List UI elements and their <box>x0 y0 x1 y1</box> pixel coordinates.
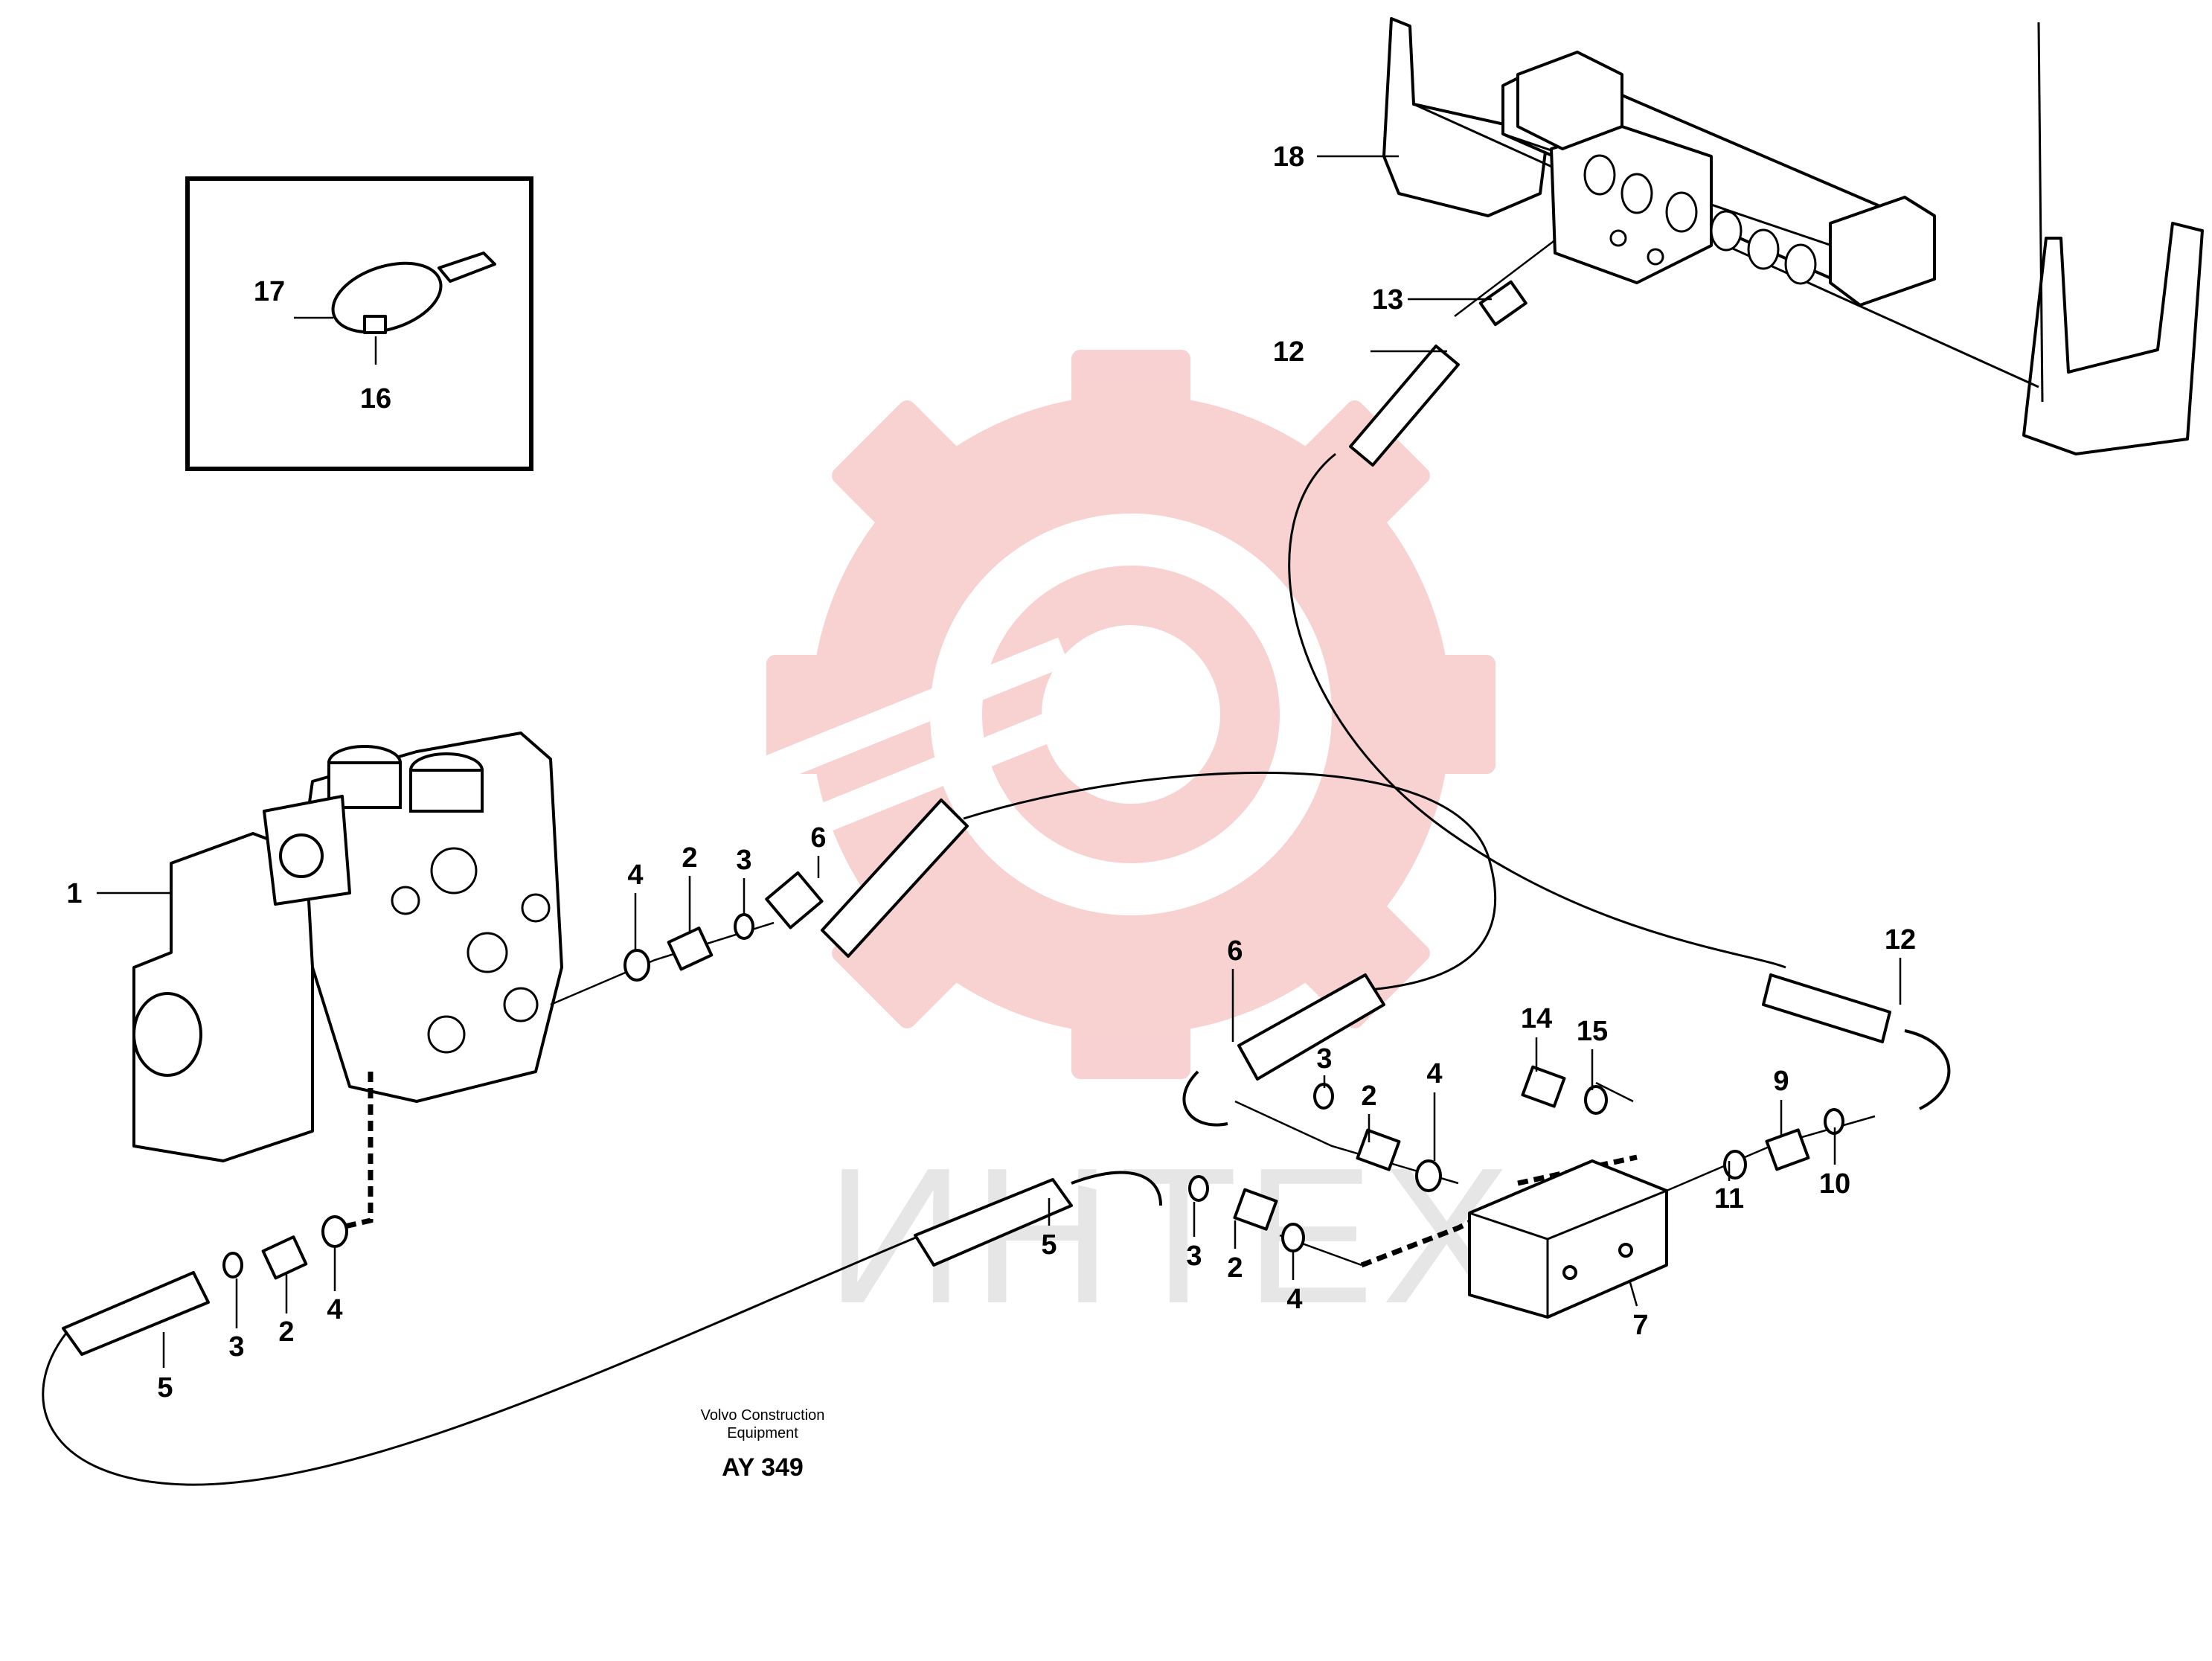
callout-12: 12 <box>1885 924 1916 956</box>
part-frame-manifold <box>1382 17 2204 455</box>
small-parts <box>222 280 1844 1280</box>
callout-9: 9 <box>1773 1066 1789 1097</box>
callout-10: 10 <box>1819 1168 1850 1200</box>
callout-5: 5 <box>157 1372 173 1404</box>
callout-7: 7 <box>1632 1310 1648 1341</box>
credit-line-1: Volvo Construction <box>701 1407 825 1424</box>
callout-5: 5 <box>1041 1229 1057 1261</box>
hose-lines <box>42 223 1876 1486</box>
callout-2: 2 <box>1361 1081 1376 1112</box>
callout-4: 4 <box>1286 1284 1302 1315</box>
callout-labels: 1 2 3 4 6 5 3 2 4 5 3 2 4 6 3 2 4 7 14 1… <box>66 141 1916 1404</box>
callout-3: 3 <box>228 1331 244 1363</box>
part-control-valve <box>132 732 563 1162</box>
callout-4: 4 <box>327 1294 342 1325</box>
callout-13: 13 <box>1372 284 1403 316</box>
callout-4: 4 <box>627 860 643 891</box>
callout-3: 3 <box>736 845 751 876</box>
callout-2: 2 <box>682 842 697 874</box>
callout-3: 3 <box>1316 1043 1332 1075</box>
publisher-credit: Volvo Construction Equipment AY 349 <box>701 1407 825 1482</box>
callout-3: 3 <box>1186 1241 1202 1272</box>
leader-lines <box>97 155 1902 1368</box>
callout-2: 2 <box>1227 1252 1243 1284</box>
callout-6: 6 <box>1227 935 1243 967</box>
callout-2: 2 <box>278 1316 294 1348</box>
callout-15: 15 <box>1577 1016 1608 1047</box>
callout-18: 18 <box>1273 141 1304 173</box>
credit-line-2: Equipment <box>727 1425 798 1441</box>
callout-11: 11 <box>1714 1183 1744 1214</box>
part-junction-block <box>1468 1159 1668 1319</box>
callout-1: 1 <box>66 878 82 909</box>
hose-fittings <box>62 345 1951 1356</box>
callout-12: 12 <box>1273 336 1304 368</box>
callout-4: 4 <box>1426 1058 1442 1089</box>
callout-16: 16 <box>360 383 391 415</box>
callout-17: 17 <box>254 276 285 307</box>
inset-cable-tie <box>185 176 533 471</box>
callout-6: 6 <box>810 822 826 854</box>
drawing-code: AY 349 <box>722 1453 804 1482</box>
watermark-gear-icon <box>671 350 1495 1079</box>
callout-14: 14 <box>1521 1003 1552 1034</box>
